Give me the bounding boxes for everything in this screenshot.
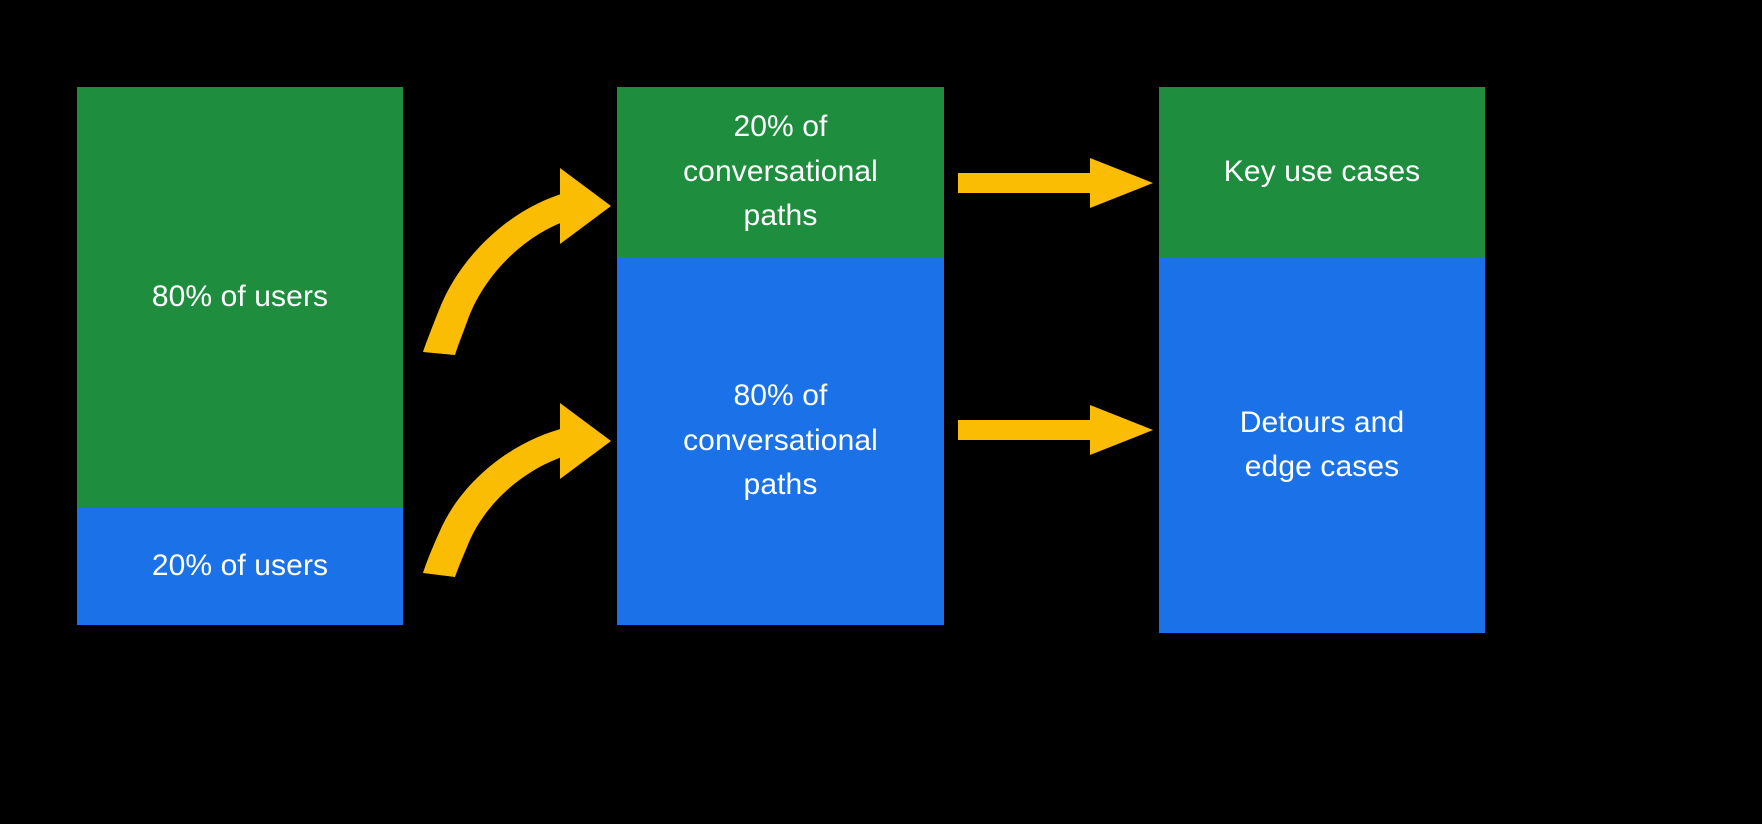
column-users: 80% of users 20% of users	[77, 87, 403, 625]
curved-arrow-top-shaft	[423, 192, 568, 355]
segment-key-use-cases-label: Key use cases	[1223, 154, 1421, 188]
segment-detours-edge-cases[interactable]: Detours and edge cases	[1159, 257, 1485, 633]
segment-paths-minority-label: 20% of conversational paths	[683, 110, 878, 233]
segment-paths-majority-label: 80% of conversational paths	[683, 379, 878, 502]
segment-paths-majority[interactable]: 80% of conversational paths	[617, 257, 944, 625]
segment-users-majority-label: 80% of users	[151, 280, 329, 314]
curved-arrow-icon-users-to-paths-top	[423, 168, 611, 355]
straight-arrow-bottom-body	[958, 405, 1153, 455]
segment-users-minority-label: 20% of users	[151, 549, 329, 583]
segment-users-minority[interactable]: 20% of users	[77, 508, 403, 625]
straight-arrow-icon-paths-to-key-use-cases	[958, 158, 1153, 208]
segment-detours-edge-cases-label: Detours and edge cases	[1239, 405, 1405, 483]
straight-arrow-icon-paths-to-detours	[958, 405, 1153, 455]
segment-paths-minority[interactable]: 20% of conversational paths	[617, 87, 944, 257]
straight-arrow-top-body	[958, 158, 1153, 208]
curved-arrow-bottom-head	[560, 403, 611, 479]
curved-arrow-bottom-shaft	[423, 427, 568, 577]
column-outcomes: Key use cases Detours and edge cases	[1159, 87, 1485, 633]
curved-arrow-top-head	[560, 168, 611, 244]
segment-users-majority[interactable]: 80% of users	[77, 87, 403, 508]
segment-key-use-cases[interactable]: Key use cases	[1159, 87, 1485, 257]
column-conversational-paths: 20% of conversational paths 80% of conve…	[617, 87, 944, 625]
curved-arrow-icon-users-to-paths-bottom	[423, 403, 611, 577]
